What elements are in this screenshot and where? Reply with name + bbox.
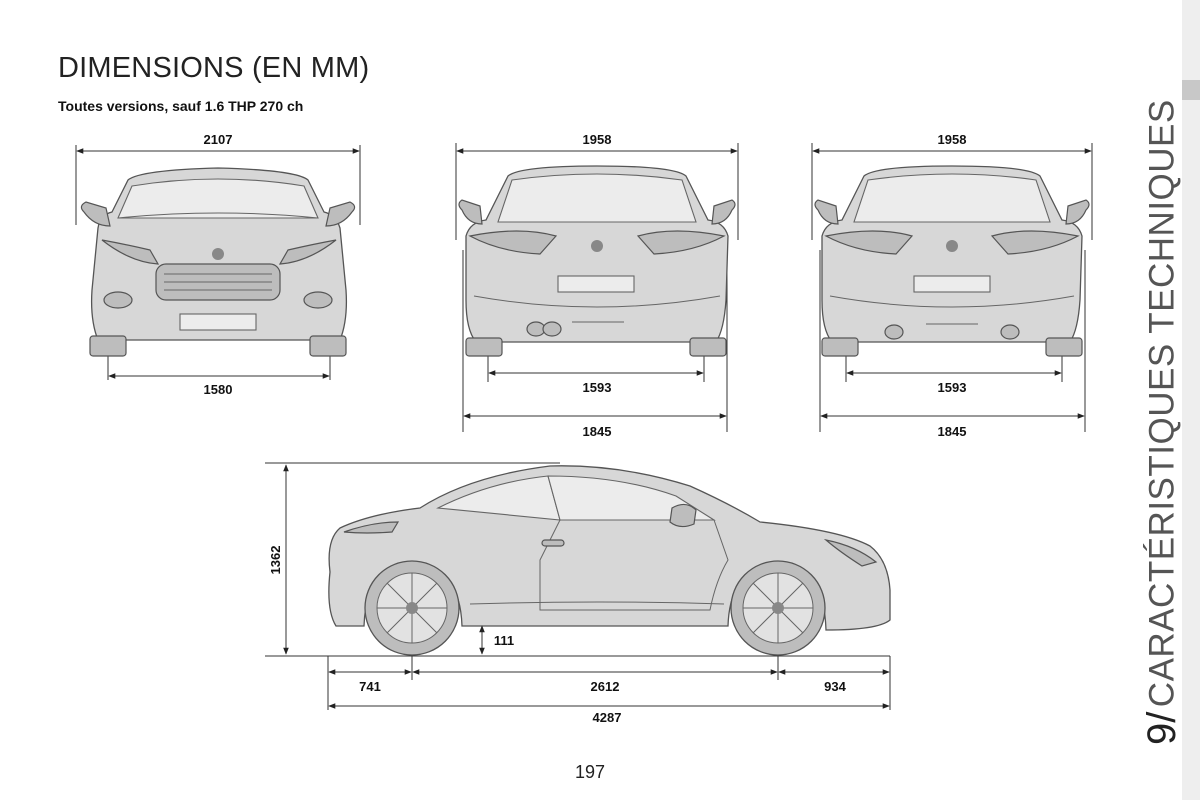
dim-rear-left-body-width: 1845 bbox=[583, 424, 612, 439]
rear-wheel bbox=[364, 560, 460, 656]
dim-side-height: 1362 bbox=[268, 546, 283, 575]
dim-wheelbase: 2612 bbox=[591, 679, 620, 694]
side-view bbox=[265, 462, 891, 710]
front-wheel bbox=[730, 560, 826, 656]
dim-rear-right-track: 1593 bbox=[938, 380, 967, 395]
page-edge-strip bbox=[1182, 0, 1200, 800]
page-subtitle: Toutes versions, sauf 1.6 THP 270 ch bbox=[58, 98, 304, 114]
dim-rear-overhang: 934 bbox=[824, 679, 846, 694]
dim-rear-left-track: 1593 bbox=[583, 380, 612, 395]
dim-ground-clearance: 111 bbox=[494, 633, 514, 648]
dim-front-track: 1580 bbox=[204, 382, 233, 397]
rear-view-right bbox=[811, 143, 1093, 432]
dim-front-overall-width: 2107 bbox=[204, 132, 233, 147]
rear-view-left bbox=[455, 143, 739, 432]
dim-overall-length: 4287 bbox=[593, 710, 622, 725]
dim-rear-right-overall-width: 1958 bbox=[938, 132, 967, 147]
dim-rear-left-overall-width: 1958 bbox=[583, 132, 612, 147]
page-number: 197 bbox=[574, 762, 606, 782]
front-view bbox=[75, 145, 361, 380]
dim-front-overhang: 741 bbox=[359, 679, 381, 694]
page-edge-tab bbox=[1182, 80, 1200, 100]
page-title: DIMENSIONS (EN MM) bbox=[58, 52, 370, 84]
dim-rear-right-body-width: 1845 bbox=[938, 424, 967, 439]
